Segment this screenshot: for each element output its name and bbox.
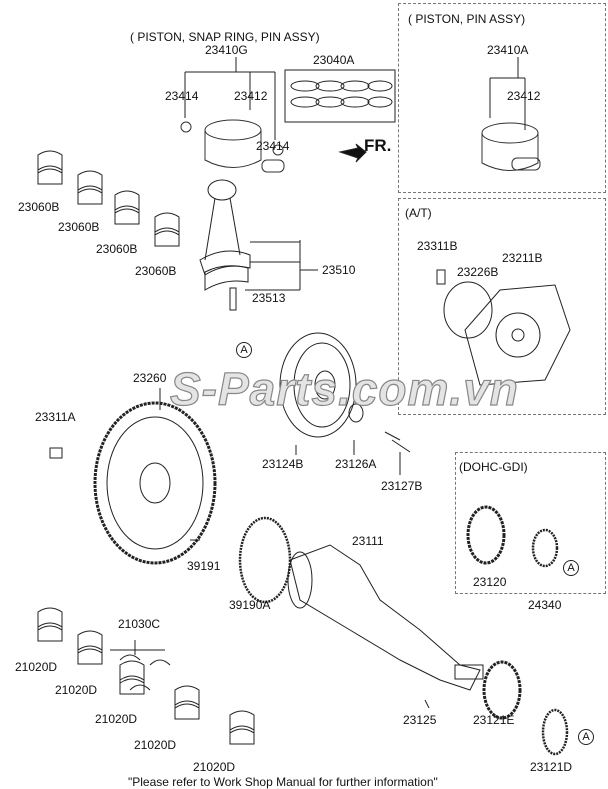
part-label-23211B[interactable]: 23211B [502, 251, 543, 265]
part-label-23121D[interactable]: 23121D [530, 760, 573, 774]
thrust-washer-icons [119, 654, 171, 691]
group-label-at: (A/T) [405, 206, 432, 220]
part-label-23414[interactable]: 23414 [165, 89, 199, 103]
part-label-23510[interactable]: 23510 [322, 263, 356, 277]
group-label-piston-snap-ring-pin-assy: ( PISTON, SNAP RING, PIN ASSY) [130, 30, 320, 44]
part-label-23412[interactable]: 23412 [234, 89, 268, 103]
part-label-23040A[interactable]: 23040A [313, 53, 355, 67]
part-label-23121E[interactable]: 23121E [473, 713, 515, 727]
part-label-21020D[interactable]: 21020D [95, 712, 138, 726]
damper-pulley-icon [279, 332, 411, 453]
part-label-23125[interactable]: 23125 [403, 713, 437, 727]
part-label-23060B[interactable]: 23060B [96, 242, 138, 256]
crankshaft-icon [287, 544, 484, 691]
footer-note: "Please refer to Work Shop Manual for fu… [128, 775, 438, 789]
part-label-23126A[interactable]: 23126A [335, 457, 377, 471]
part-label-21030C[interactable]: 21030C [118, 617, 161, 631]
sprocket-icons [424, 505, 569, 756]
ref-marker-a: A [236, 342, 252, 358]
part-label-23311B[interactable]: 23311B [417, 239, 458, 253]
piston-pin-assy-group-box [398, 3, 606, 193]
front-arrow-icon [338, 143, 367, 163]
part-label-23060B[interactable]: 23060B [58, 220, 100, 234]
part-label-39191[interactable]: 39191 [187, 559, 221, 573]
part-label-23410A[interactable]: 23410A [487, 43, 529, 57]
part-label-21020D[interactable]: 21020D [15, 660, 58, 674]
piston-ring-set-icon [284, 69, 396, 123]
ref-marker-a: A [563, 560, 579, 576]
part-label-23513[interactable]: 23513 [252, 291, 286, 305]
part-label-23412[interactable]: 23412 [507, 89, 541, 103]
part-label-23226B[interactable]: 23226B [457, 265, 499, 279]
flywheel-icon [49, 401, 217, 565]
at-group-box [398, 198, 606, 415]
part-label-23120[interactable]: 23120 [473, 575, 507, 589]
part-label-24340[interactable]: 24340 [528, 598, 562, 612]
watermark: S-Parts.com.vn [169, 362, 519, 415]
ref-marker-a: A [578, 729, 594, 745]
connecting-rod-icon [199, 179, 251, 311]
piston-icon [180, 119, 541, 173]
front-direction-label: FR. [364, 136, 392, 155]
part-label-23111[interactable]: 23111 [352, 534, 384, 548]
group-label-dohc-gdi: (DOHC-GDI) [459, 460, 528, 474]
part-label-23124B[interactable]: 23124B [262, 457, 304, 471]
part-label-23127B[interactable]: 23127B [381, 479, 423, 493]
part-label-23414[interactable]: 23414 [256, 139, 290, 153]
part-label-23060B[interactable]: 23060B [135, 264, 177, 278]
part-label-21020D[interactable]: 21020D [55, 683, 98, 697]
part-label-23060B[interactable]: 23060B [18, 200, 60, 214]
part-label-21020D[interactable]: 21020D [193, 760, 236, 774]
part-label-23260[interactable]: 23260 [133, 371, 167, 385]
bearing-icons [37, 150, 255, 745]
dohc-gdi-group-box [455, 452, 606, 594]
part-label-39190A[interactable]: 39190A [229, 598, 271, 612]
group-label-piston-pin-assy: ( PISTON, PIN ASSY) [408, 12, 526, 26]
part-label-23311A[interactable]: 23311A [35, 410, 76, 424]
leader-lines [110, 57, 526, 655]
part-label-21020D[interactable]: 21020D [134, 738, 177, 752]
part-label-23410G[interactable]: 23410G [205, 43, 248, 57]
drive-plate-icon [436, 269, 571, 386]
